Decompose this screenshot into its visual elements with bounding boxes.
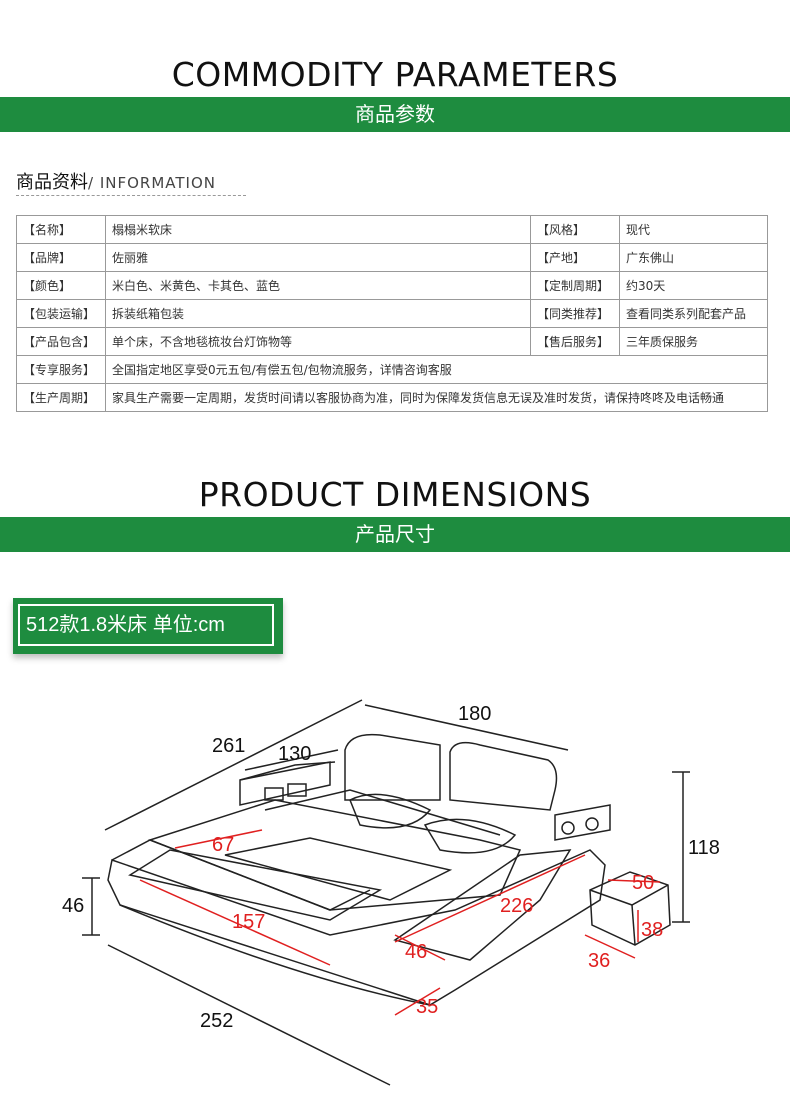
right-cabinet bbox=[554, 804, 611, 841]
row-key: 【产地】 bbox=[530, 243, 620, 272]
row-key: 【风格】 bbox=[530, 215, 620, 244]
red-dim-226: 226 bbox=[500, 895, 533, 917]
info-divider bbox=[16, 195, 246, 196]
pillow-left bbox=[349, 793, 432, 829]
bed-dimension-diagram: 180 261 130 118 46 252 67 157 226 46 35 … bbox=[62, 699, 720, 1086]
row-value: 全国指定地区享受0元五包/有偿五包/包物流服务，详情咨询客服 bbox=[105, 355, 768, 384]
red-line-46 bbox=[394, 934, 446, 961]
red-line-35 bbox=[394, 987, 441, 1016]
row-value: 查看同类系列配套产品 bbox=[619, 299, 768, 328]
row-value: 现代 bbox=[619, 215, 768, 244]
footboard-right bbox=[393, 849, 572, 961]
params-table: 【名称】 榻榻米软床 【风格】 现代 【品牌】 佐丽雅 【产地】 广东佛山 【颜… bbox=[16, 215, 768, 412]
dim-252: 252 bbox=[200, 1010, 233, 1032]
row-key: 【产品包含】 bbox=[16, 327, 106, 356]
left-cabinet-top bbox=[239, 761, 336, 781]
dims-title-en: PRODUCT DIMENSIONS bbox=[198, 475, 592, 514]
table-row: 【包装运输】 拆装纸箱包装 【同类推荐】 查看同类系列配套产品 bbox=[16, 299, 768, 328]
stool-dim-50: 50 bbox=[632, 872, 654, 894]
headboard-left bbox=[344, 733, 441, 801]
row-value: 约30天 bbox=[619, 271, 768, 300]
speaker-left bbox=[561, 821, 575, 835]
model-badge: 512款1.8米床 单位:cm bbox=[13, 598, 283, 654]
info-header-cn: 商品资料 bbox=[16, 172, 88, 193]
row-key: 【包装运输】 bbox=[16, 299, 106, 328]
row-value: 三年质保服务 bbox=[619, 327, 768, 356]
dim-line-180 bbox=[364, 704, 569, 751]
red-dim-67: 67 bbox=[212, 834, 234, 856]
bed-base-bottom-curve bbox=[119, 904, 431, 1006]
row-value: 家具生产需要一定周期，发货时间请以客服协商为准，同时为保障发货信息无误及准时发货… bbox=[105, 383, 768, 412]
stool-dim-36: 36 bbox=[588, 950, 610, 972]
sheet-panel bbox=[224, 837, 453, 901]
row-value: 拆装纸箱包装 bbox=[105, 299, 531, 328]
row-key: 【专享服务】 bbox=[16, 355, 106, 384]
table-row: 【名称】 榻榻米软床 【风格】 现代 bbox=[16, 215, 768, 244]
dim-46: 46 bbox=[62, 895, 84, 917]
row-value: 广东佛山 bbox=[619, 243, 768, 272]
row-key: 【同类推荐】 bbox=[530, 299, 620, 328]
row-key: 【品牌】 bbox=[16, 243, 106, 272]
bed-base-outline bbox=[107, 849, 606, 1006]
dim-line-130 bbox=[244, 749, 339, 771]
params-title-bar: 商品参数 bbox=[0, 97, 790, 132]
dim-180: 180 bbox=[458, 703, 491, 725]
red-dim-157: 157 bbox=[232, 911, 265, 933]
row-value: 佐丽雅 bbox=[105, 243, 531, 272]
row-key: 【售后服务】 bbox=[530, 327, 620, 356]
dim-line-261 bbox=[104, 699, 363, 831]
row-key: 【名称】 bbox=[16, 215, 106, 244]
red-line-67 bbox=[174, 829, 263, 849]
red-line-157 bbox=[139, 879, 331, 966]
model-label: 512款1.8米床 单位:cm bbox=[18, 604, 274, 646]
row-key: 【颜色】 bbox=[16, 271, 106, 300]
red-line-stool-50 bbox=[607, 879, 661, 883]
row-value: 米白色、米黄色、卡其色、蓝色 bbox=[105, 271, 531, 300]
table-row: 【产品包含】 单个床，不含地毯梳妆台灯饰物等 【售后服务】 三年质保服务 bbox=[16, 327, 768, 356]
footboard-left bbox=[128, 849, 383, 921]
speaker-right bbox=[585, 817, 599, 831]
dim-261: 261 bbox=[212, 735, 245, 757]
left-cabinet bbox=[239, 761, 331, 806]
left-cabinet-shelf-1 bbox=[264, 787, 284, 801]
row-value: 单个床，不含地毯梳妆台灯饰物等 bbox=[105, 327, 531, 356]
table-row: 【品牌】 佐丽雅 【产地】 广东佛山 bbox=[16, 243, 768, 272]
left-cabinet-shelf-2 bbox=[287, 783, 307, 797]
stool-seam bbox=[631, 904, 636, 946]
dim-118: 118 bbox=[688, 837, 720, 859]
dim-130: 130 bbox=[278, 743, 311, 765]
headboard-right bbox=[449, 741, 558, 811]
stool-outline bbox=[589, 871, 671, 946]
table-row: 【专享服务】 全国指定地区享受0元五包/有偿五包/包物流服务，详情咨询客服 bbox=[16, 355, 768, 384]
info-header-en: / INFORMATION bbox=[88, 174, 216, 192]
dims-title-bar: 产品尺寸 bbox=[0, 517, 790, 552]
red-dim-35: 35 bbox=[416, 996, 438, 1018]
row-value: 榻榻米软床 bbox=[105, 215, 531, 244]
red-line-226 bbox=[394, 854, 586, 943]
stool-dim-38: 38 bbox=[641, 919, 663, 941]
row-key: 【定制周期】 bbox=[530, 271, 620, 300]
params-title-en: COMMODITY PARAMETERS bbox=[171, 55, 619, 94]
red-line-stool-36 bbox=[584, 934, 636, 959]
row-key: 【生产周期】 bbox=[16, 383, 106, 412]
red-dim-46: 46 bbox=[405, 941, 427, 963]
table-row: 【颜色】 米白色、米黄色、卡其色、蓝色 【定制周期】 约30天 bbox=[16, 271, 768, 300]
pillow-right bbox=[423, 818, 517, 854]
table-row: 【生产周期】 家具生产需要一定周期，发货时间请以客服协商为准，同时为保障发货信息… bbox=[16, 383, 768, 412]
info-header: 商品资料/ INFORMATION bbox=[16, 168, 216, 194]
dim-line-252 bbox=[107, 944, 391, 1086]
